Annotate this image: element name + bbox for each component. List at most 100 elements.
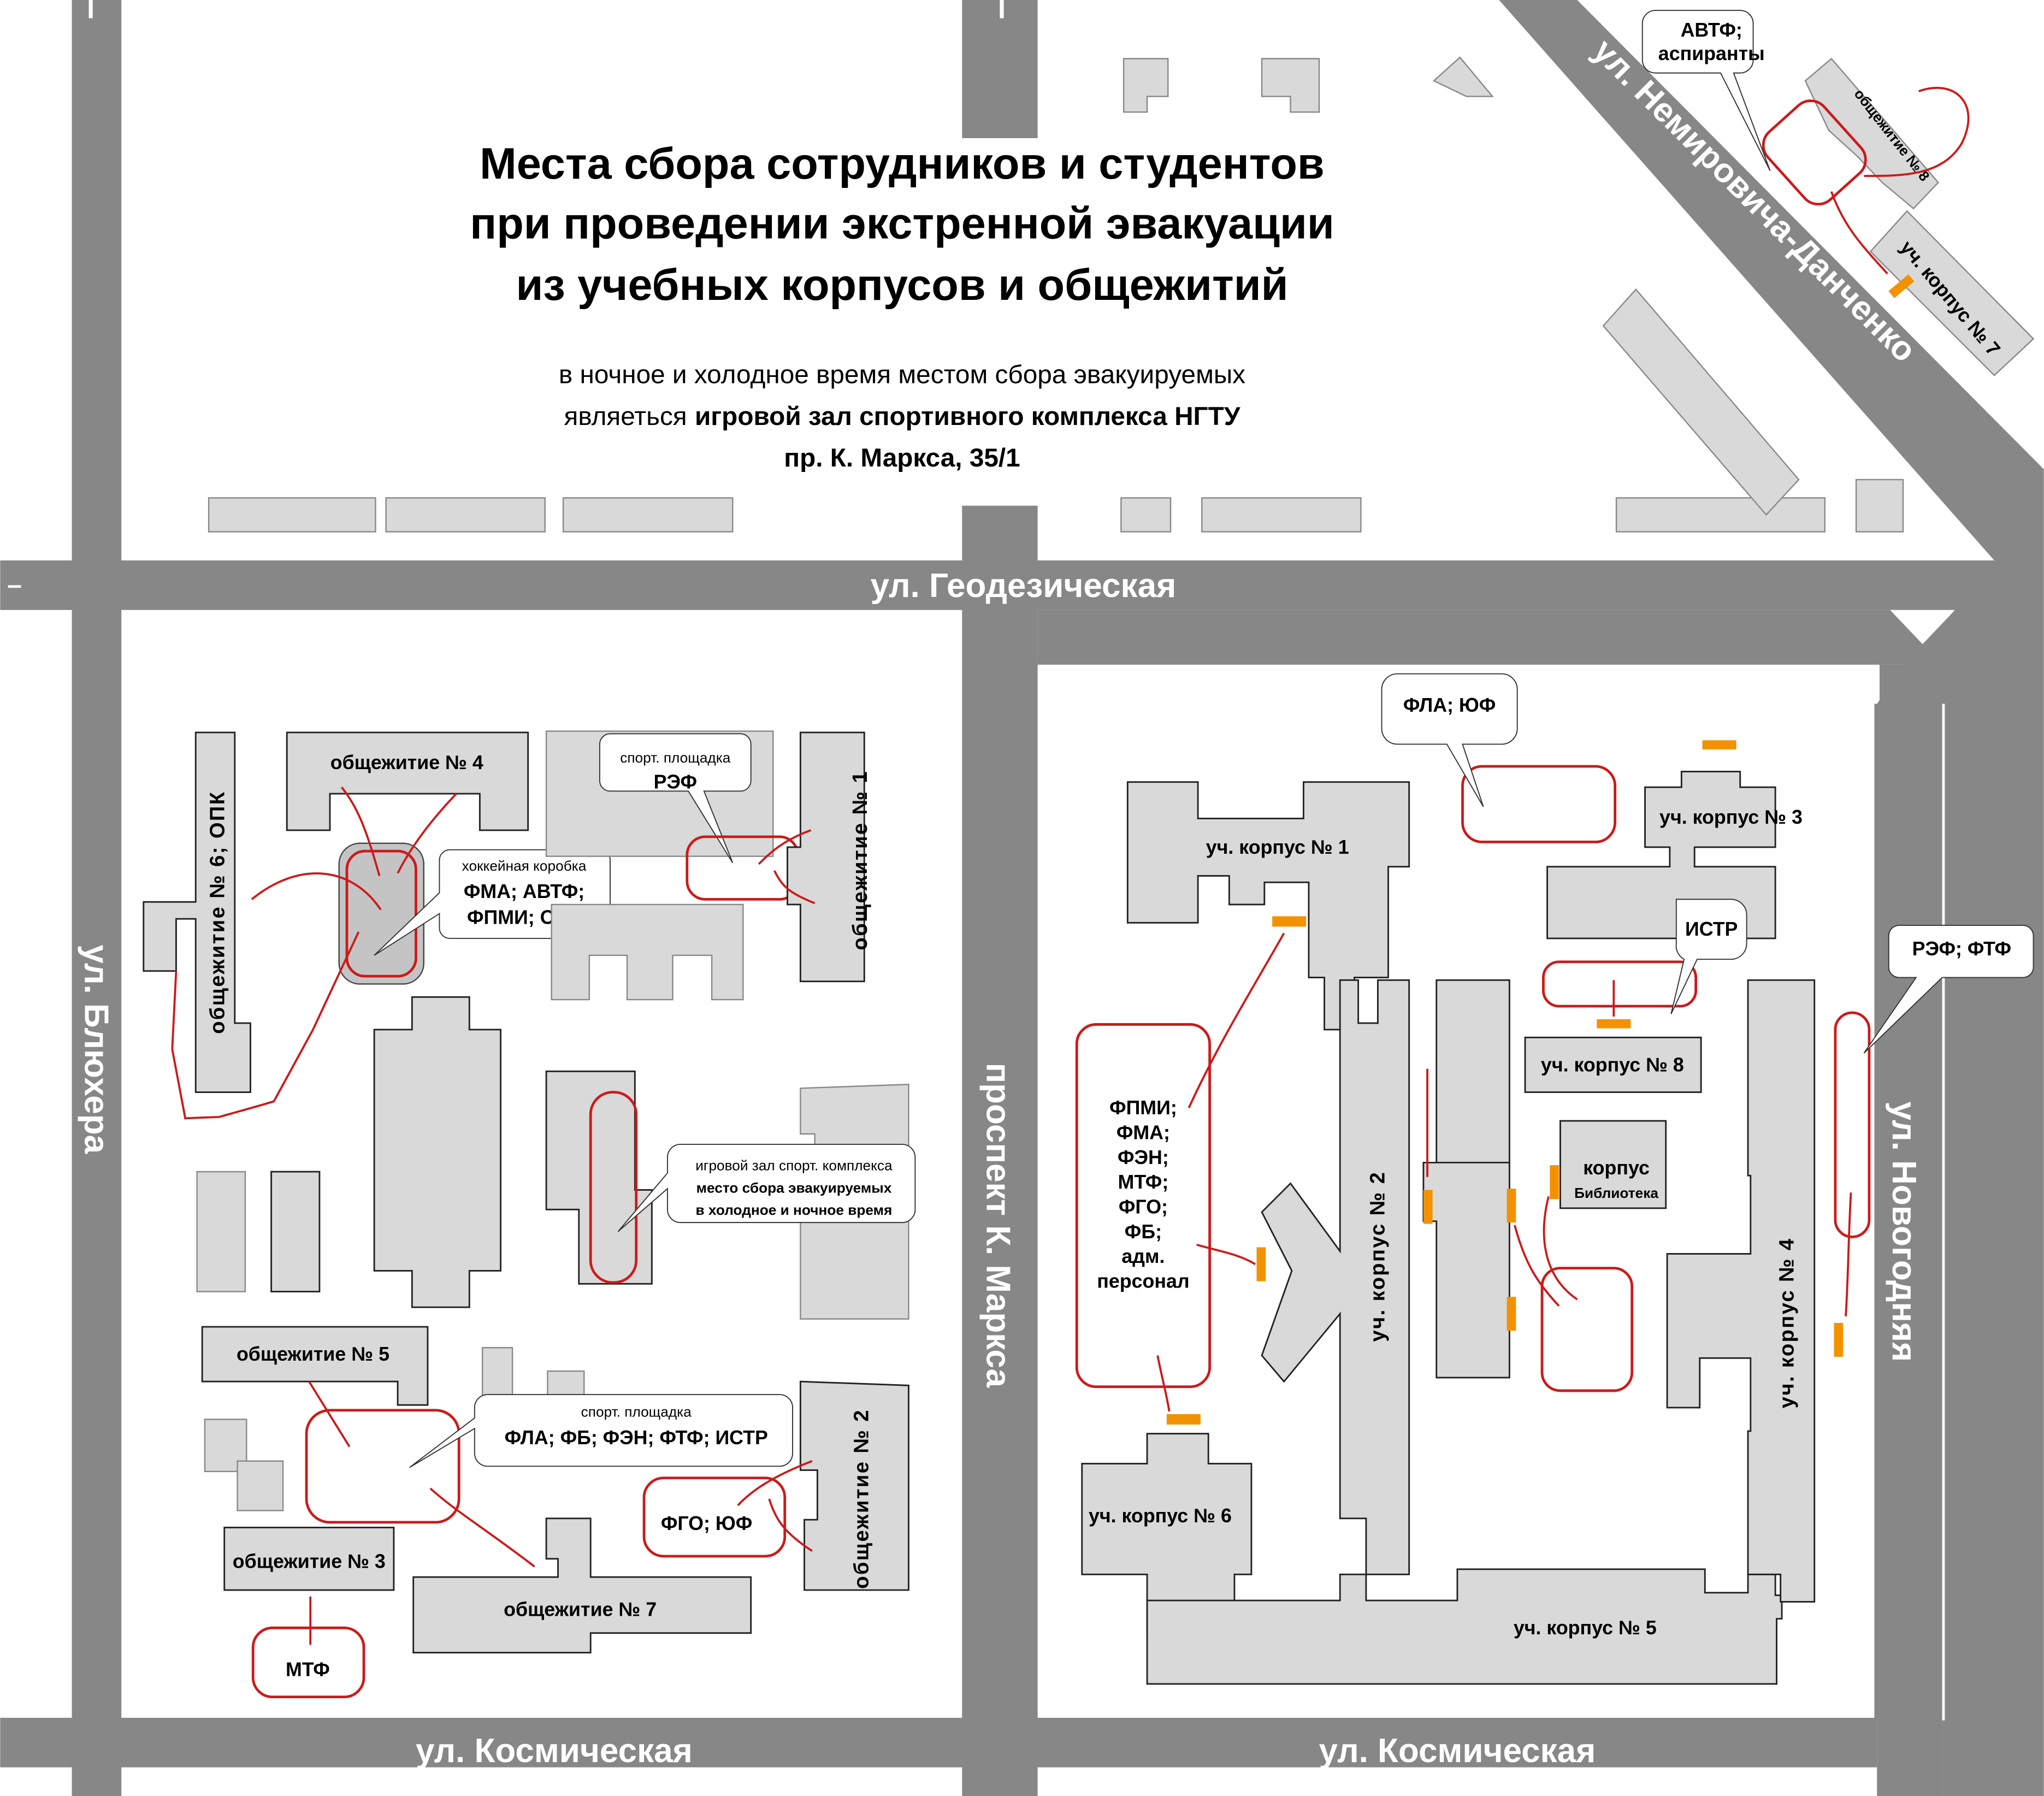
street-label-novogodnyaya: ул. Новогодняя [1885, 1102, 1923, 1362]
subtitle-line-1: в ночное и холодное время местом сбора э… [559, 361, 1245, 389]
ref-field-caption: спорт. площадка [620, 749, 731, 766]
main-zone-group-item: ФПМИ; [1109, 1097, 1177, 1119]
main-zone-groups: ФПМИ;ФМА;ФЭН;МТФ;ФГО;ФБ;адм.персонал [1097, 1097, 1189, 1292]
exit-corp-2-a [1423, 1190, 1433, 1224]
exit-corp-8 [1597, 1019, 1631, 1029]
road-karla-marksa-north [962, 0, 1038, 138]
arrow-corp6 [1156, 1355, 1171, 1412]
arrow-corp2-west [1196, 1243, 1256, 1266]
zone-gym [589, 1091, 638, 1284]
exit-library [1550, 1165, 1559, 1200]
label-ref-ftf: РЭФ; ФТФ [1912, 938, 2011, 960]
building-label-dorm-5: общежитие № 5 [237, 1343, 389, 1365]
zone-mtf [251, 1626, 365, 1699]
arrow-library [1543, 1196, 1578, 1301]
building-label-dorm-1: общежитие № 1 [848, 770, 872, 950]
zone-avtf-aspirants [1762, 99, 1867, 206]
street-label-karla-marksa: проспект К. Маркса [979, 1063, 1017, 1388]
zone-ref-ftf [1834, 1011, 1871, 1238]
main-zone-group-item: ФМА; [1116, 1121, 1170, 1143]
bubble-ref-ftf [1863, 925, 2034, 1054]
road-karla-marksa [962, 505, 1038, 1796]
building-label-dorm-7: общежитие № 7 [504, 1599, 657, 1621]
building-dorm-3 [223, 1527, 395, 1591]
main-zone-group-item: МТФ; [1118, 1171, 1169, 1193]
road-geodezicheskaya [0, 560, 1995, 610]
gym-line-2: место сбора эвакуируемых [696, 1179, 892, 1196]
zone-south-field [305, 1409, 460, 1524]
building-dorm-2 [799, 1380, 909, 1591]
building-label-corp-8: уч. корпус № 8 [1541, 1054, 1684, 1076]
road-nemirovicha [1499, 0, 2044, 561]
building-label-library-1: корпус [1583, 1157, 1650, 1179]
label-mtf: МТФ [286, 1658, 330, 1680]
label-aspirants: аспиранты [1658, 43, 1765, 64]
background-buildings-north [208, 56, 1904, 533]
main-zone-group-item: ФГО; [1119, 1196, 1168, 1218]
exit-corp-1 [1272, 916, 1307, 927]
arrow-dorm1-b [773, 870, 816, 905]
building-label-corp-1: уч. корпус № 1 [1206, 836, 1349, 858]
zone-fgo-yuf [642, 1476, 787, 1558]
building-corp-7 [1869, 210, 2035, 376]
label-avtf: АВТФ; [1681, 19, 1742, 41]
exit-corp-4 [1834, 1322, 1844, 1357]
bubble-fla-yuf [1381, 673, 1518, 807]
building-corp-2 [1261, 979, 1410, 1575]
hockey-caption: хоккейная коробка [462, 858, 587, 874]
west-block: общежитие № 6; ОПК общежитие № 4 хоккейн… [143, 730, 916, 1699]
south-field-groups: ФЛА; ФБ; ФЭН; ФТФ; ИСТР [505, 1427, 768, 1449]
exit-corp-2-d [1507, 1297, 1516, 1331]
building-label-corp-6: уч. корпус № 6 [1089, 1505, 1232, 1527]
building-dorm-6 [143, 731, 251, 1093]
road-blyukhera [72, 0, 122, 1796]
gym-line-1: игровой зал спорт. комплекса [695, 1157, 893, 1174]
building-dorm-8 [1804, 57, 1940, 210]
building-corp-2-east-wing [1435, 979, 1510, 1163]
zone-hockey [345, 849, 417, 978]
building-corp-2-east-wing-b [1422, 1161, 1510, 1379]
bubble-south-field [409, 1394, 794, 1468]
building-corp-1 [1126, 781, 1410, 1031]
ref-field-groups: РЭФ [654, 771, 697, 793]
road-kosmicheskaya [0, 1717, 1877, 1768]
building-dorm-1 [787, 731, 865, 983]
street-label-blyukhera: ул. Блюхера [77, 944, 115, 1154]
east-block: уч. корпус № 1 уч. корпус № 3 ФЛА; ЮФ уч… [1075, 673, 2034, 1685]
building-small-2 [270, 1171, 321, 1293]
building-dorm-4 [286, 731, 529, 831]
road-geodezicheskaya-extension [1037, 610, 1942, 665]
arrow-dorm8-route [1864, 87, 1970, 178]
building-label-dorm-2: общежитие № 2 [849, 1409, 873, 1589]
main-zone-group-item: адм. [1121, 1245, 1165, 1267]
building-label-corp-5: уч. корпус № 5 [1514, 1617, 1657, 1639]
exit-corp-7 [1888, 274, 1915, 298]
building-label-dorm-6: общежитие № 6; ОПК [206, 791, 229, 1034]
building-dorm-7 [412, 1517, 752, 1653]
label-istr: ИСТР [1685, 918, 1738, 940]
street-label-kosmicheskaya-right: ул. Космическая [1319, 1732, 1596, 1770]
building-corp-8 [1524, 1036, 1702, 1093]
building-label-corp-3: уч. корпус № 3 [1659, 806, 1803, 828]
road-novogodnyaya-strip [1880, 664, 1942, 1796]
label-fgo-yuf: ФГО; ЮФ [661, 1513, 752, 1534]
building-label-corp-4: уч. корпус № 4 [1775, 1238, 1799, 1409]
arrow-corp1 [1188, 932, 1285, 1108]
title-line-1: Места сбора сотрудников и студентов [480, 139, 1325, 188]
title-block: Места сбора сотрудников и студентов при … [470, 139, 1334, 472]
arrow-dorm4-a [340, 786, 381, 876]
building-corp-5 [1146, 1568, 1783, 1685]
arrow-dorm6-loop [171, 931, 360, 1120]
arrow-dorm6 [251, 872, 382, 911]
south-field-caption: спорт. площадка [581, 1404, 692, 1420]
building-center-tall [373, 996, 502, 1308]
building-dorm-5 [201, 1326, 429, 1406]
arrow-corp4 [1845, 1192, 1852, 1317]
building-label-library-2: Библиотека [1574, 1185, 1658, 1201]
exit-corp-2-b [1256, 1247, 1266, 1281]
arrow-dorm5 [308, 1381, 351, 1448]
hockey-rink [338, 842, 424, 985]
